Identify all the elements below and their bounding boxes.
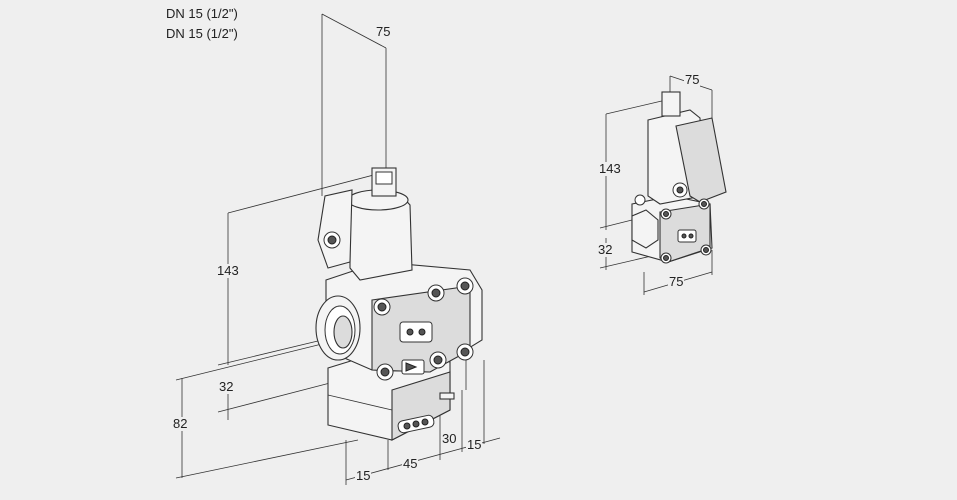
main-dim-bottom-right1: 30 <box>441 431 458 446</box>
screw-heads <box>373 277 474 381</box>
main-dim-height-upper: 143 <box>216 263 240 278</box>
main-dim-bottom-mid: 45 <box>402 456 419 471</box>
small-dim-height-upper: 143 <box>598 161 622 176</box>
small-dim-height-lower: 32 <box>597 242 614 257</box>
small-dim-width-bottom: 75 <box>668 274 685 289</box>
main-dim-height-total: 82 <box>172 416 189 431</box>
main-dim-height-mid: 32 <box>218 379 235 394</box>
main-dim-width-top: 75 <box>375 24 392 39</box>
nominal-size-label-2: DN 15 (1/2") <box>166 26 238 41</box>
small-valve <box>631 91 727 264</box>
main-valve <box>315 167 483 441</box>
nominal-size-label-1: DN 15 (1/2") <box>166 6 238 21</box>
small-dim-width-top: 75 <box>684 72 701 87</box>
main-dim-bottom-right2: 15 <box>466 437 483 452</box>
main-dim-bottom-left: 15 <box>355 468 372 483</box>
